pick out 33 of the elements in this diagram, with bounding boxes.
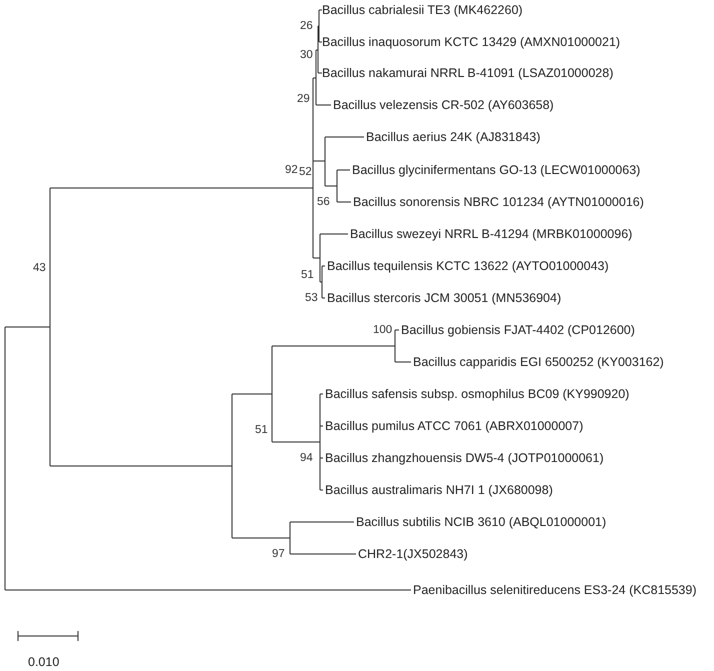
taxon-label: CHR2-1(JX502843) (358, 546, 468, 562)
bootstrap-value: 56 (317, 195, 330, 210)
taxon-label: Paenibacillus selenitireducens ES3-24 (KC815539) (413, 582, 697, 598)
taxon-label: Bacillus gobiensis FJAT-4402 (CP012600) (401, 322, 635, 338)
bootstrap-value: 51 (255, 423, 268, 438)
bootstrap-value: 52 (299, 165, 312, 180)
taxon-label: Bacillus zhangzhouensis DW5-4 (JOTP01000061) (325, 450, 604, 466)
taxon-label: Bacillus swezeyi NRRL B-41294 (MRBK01000096) (350, 226, 632, 242)
taxon-label: Bacillus australimaris NH7I 1 (JX680098) (325, 482, 553, 498)
scale-value: 0.010 (28, 654, 60, 670)
taxon-label: Bacillus velezensis CR-502 (AY603658) (333, 97, 554, 113)
bootstrap-value: 94 (300, 451, 313, 466)
bootstrap-value: 53 (305, 291, 318, 306)
bootstrap-value: 97 (272, 547, 285, 562)
taxon-label: Bacillus inaquosorum KCTC 13429 (AMXN01000021) (322, 34, 620, 50)
taxon-label: Bacillus safensis subsp. osmophilus BC09 (KY990920) (325, 386, 630, 402)
taxon-label: Bacillus tequilensis KCTC 13622 (AYTO01000043) (327, 258, 609, 274)
taxon-label: Bacillus sonorensis NBRC 101234 (AYTN01000016) (353, 194, 644, 210)
taxon-label: Bacillus capparidis EGI 6500252 (KY003162) (413, 354, 664, 370)
bootstrap-value: 26 (300, 19, 313, 34)
taxon-label: Bacillus pumilus ATCC 7061 (ABRX01000007) (325, 418, 584, 434)
bootstrap-value: 30 (300, 48, 313, 63)
taxon-label: Bacillus glycinifermentans GO-13 (LECW01000063) (352, 162, 640, 178)
bootstrap-value: 29 (297, 92, 310, 107)
taxon-label: Bacillus aerius 24K (AJ831843) (366, 129, 540, 145)
taxon-label: Bacillus subtilis NCIB 3610 (ABQL01000001) (356, 514, 606, 530)
taxon-label: Bacillus stercoris JCM 30051 (MN536904) (327, 290, 562, 306)
bootstrap-value: 43 (33, 261, 46, 276)
bootstrap-value: 92 (285, 163, 298, 178)
taxon-label: Bacillus cabrialesii TE3 (MK462260) (322, 2, 523, 18)
bootstrap-value: 51 (301, 268, 314, 283)
bootstrap-value: 100 (373, 323, 392, 338)
taxon-label: Bacillus nakamurai NRRL B-41091 (LSAZ01000028) (322, 65, 614, 81)
